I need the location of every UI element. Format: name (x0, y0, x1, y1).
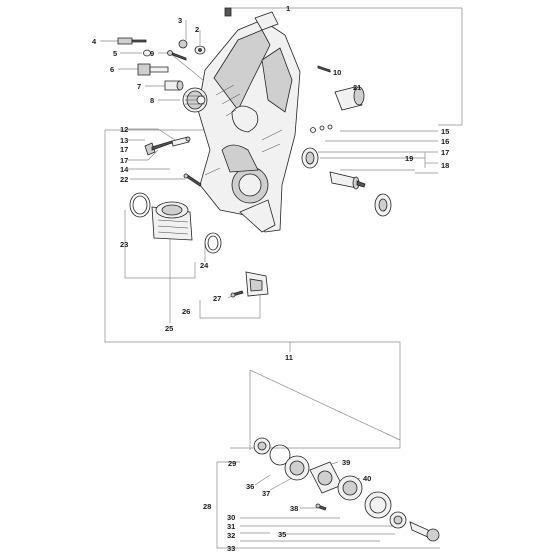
top-small-parts (117, 37, 206, 61)
callout-11: 11 (285, 353, 293, 362)
right-top-parts (317, 65, 365, 111)
callout-31: 31 (227, 522, 235, 531)
callout-32: 32 (227, 531, 235, 540)
callout-25: 25 (165, 324, 173, 333)
left-small-parts (144, 124, 333, 187)
callout-35: 35 (278, 530, 286, 539)
callout-labels: 1 2 3 4 5 6 7 8 9 10 11 12 13 14 15 16 1… (92, 4, 449, 553)
callout-29: 29 (228, 459, 236, 468)
callout-37: 37 (262, 489, 270, 498)
callout-33: 33 (227, 544, 235, 553)
callout-38: 38 (290, 504, 298, 513)
callout-17-extra: 17 (120, 145, 128, 154)
callout-17-right: 17 (441, 148, 449, 157)
callout-3: 3 (178, 16, 182, 25)
callout-16: 16 (441, 137, 449, 146)
callout-27: 27 (213, 294, 221, 303)
callout-15: 15 (441, 127, 449, 136)
callout-12: 12 (120, 125, 128, 134)
callout-30: 30 (227, 513, 235, 522)
callout-26: 26 (182, 307, 190, 316)
leader-lines (100, 7, 463, 549)
callout-7: 7 (137, 82, 141, 91)
callout-23: 23 (120, 240, 128, 249)
seal-shaft-parts (301, 147, 392, 217)
callout-6: 6 (110, 65, 114, 74)
callout-18: 18 (441, 161, 449, 170)
callout-24: 24 (200, 261, 209, 270)
callout-10: 10 (333, 68, 341, 77)
callout-22: 22 (120, 175, 128, 184)
callout-4: 4 (92, 37, 97, 46)
lower-assembly (253, 437, 440, 542)
cylinder-parts (129, 192, 222, 254)
callout-5: 5 (113, 49, 117, 58)
callout-1: 1 (286, 4, 290, 13)
callout-28: 28 (203, 502, 211, 511)
cover-parts (230, 271, 269, 298)
crankcase-housing (197, 7, 301, 233)
callout-40: 40 (363, 474, 371, 483)
callout-2: 2 (195, 25, 199, 34)
callout-9: 9 (150, 49, 154, 58)
callout-39: 39 (342, 458, 350, 467)
callout-8: 8 (150, 96, 154, 105)
pulley-parts (137, 63, 208, 113)
callout-13: 13 (120, 136, 128, 145)
callout-14: 14 (120, 165, 129, 174)
callout-17-left: 17 (120, 156, 128, 165)
callout-19: 19 (405, 154, 413, 163)
callout-21: 21 (353, 83, 361, 92)
callout-36: 36 (246, 482, 254, 491)
